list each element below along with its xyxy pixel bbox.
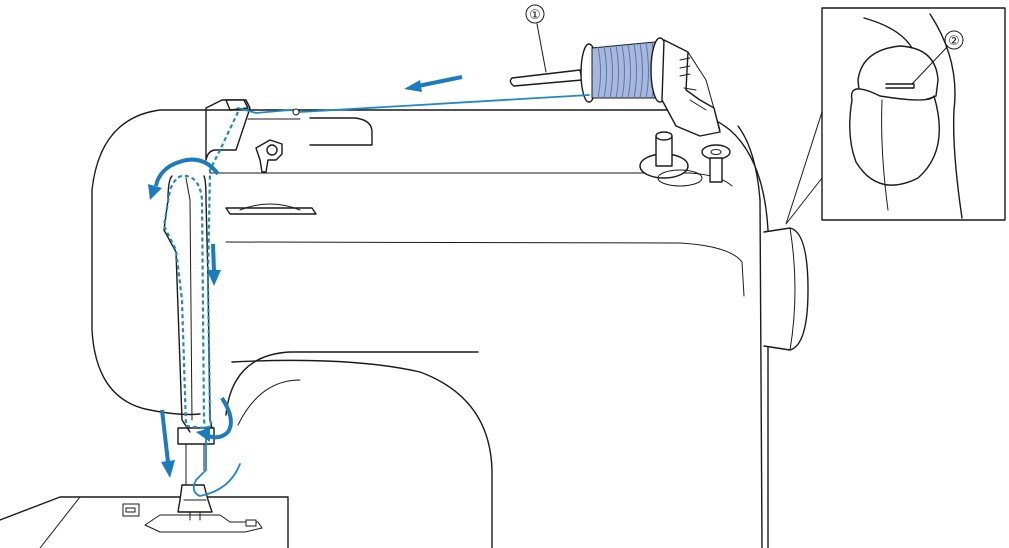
upper-thread-guide[interactable]: [225, 99, 249, 111]
stitch-dial-window: [225, 207, 317, 215]
spool-thread-wrap: [621, 44, 625, 99]
channel-left-outer: [163, 175, 191, 433]
inset-pin-curve-left: [863, 17, 913, 49]
thread-path: [162, 94, 590, 497]
pre-tension-knob[interactable]: [266, 144, 278, 156]
presser-foot-toes: [183, 499, 207, 521]
needle-plate-slot: [245, 519, 257, 527]
direction-arrow-channel-top: [148, 157, 220, 200]
stopper-disc: [701, 144, 731, 160]
callout-2-circle: [944, 30, 964, 50]
needle-plate-marker-fill: [125, 507, 136, 513]
feed-dog-plate: [144, 514, 263, 533]
inset-pointer: [785, 111, 823, 225]
spool-thread-body: [591, 41, 661, 99]
thread-guide-channel: [163, 99, 283, 433]
stopper-hole: [710, 149, 722, 155]
bobbin-winder-stopper[interactable]: [701, 144, 731, 183]
spool-thread-wrap: [609, 45, 613, 99]
spool-thread-wrap: [639, 43, 643, 99]
stopper-post: [709, 157, 723, 183]
bobbin-winder[interactable]: [639, 131, 703, 187]
sewing-bed: [0, 496, 289, 548]
needle-plate-marker: [122, 503, 140, 517]
bobbin-winder-top: [655, 131, 673, 141]
spool-pin[interactable]: [509, 69, 583, 87]
callout-1-label: ①: [529, 8, 541, 23]
spool-area: [509, 37, 731, 187]
callout-1-leader: [536, 23, 547, 73]
callout-2-leader: [911, 45, 949, 85]
machine-top-outline: [91, 109, 769, 548]
thread-to-needle: [192, 433, 241, 497]
bed-top-surface: [0, 496, 289, 548]
direction-arrow-needle: [160, 409, 175, 478]
spool-thread-wrap: [603, 46, 607, 99]
balance-wheel: [763, 227, 809, 351]
machine-arm-cutout: [225, 351, 479, 416]
inset-notch-mark: [885, 83, 915, 89]
direction-arrow-channel-bottom: [196, 396, 233, 442]
spool[interactable]: [580, 37, 670, 103]
front-panel-line-middle: [225, 241, 745, 297]
detail-inset: ②: [785, 7, 1006, 225]
callout-1-circle: [525, 4, 545, 24]
spool-thread-wrap: [627, 44, 631, 99]
bracket-teeth: [679, 57, 707, 111]
machine-arm-lower-curve: [231, 359, 493, 548]
thread-channel-path: [162, 111, 239, 435]
bracket-right-edge: [687, 51, 721, 131]
channel-inner-line: [185, 177, 193, 421]
balance-wheel-outline: [763, 227, 809, 351]
direction-arrow-top: [404, 75, 463, 92]
spool-thread-wrap: [633, 43, 637, 99]
bobbin-winder-ring: [657, 169, 703, 187]
direction-arrows: [148, 75, 463, 478]
balance-wheel-edge: [789, 227, 796, 351]
spool-thread-wrap: [597, 46, 601, 99]
bed-front-edge: [39, 496, 81, 548]
inset-cap-seam: [881, 99, 889, 211]
thread-guide-eyelet: [292, 108, 300, 116]
presser-foot[interactable]: [177, 484, 213, 513]
direction-arrow-channel-down: [207, 243, 221, 286]
channel-left-wall: [205, 99, 251, 161]
callout-1: ①: [525, 4, 547, 73]
spool-thread-wrap: [615, 45, 619, 99]
callout-2-label: ②: [948, 34, 960, 49]
machine-arm-inner-edge: [237, 379, 301, 426]
spool-thread-wrap: [645, 42, 649, 99]
machine-head-right-edge: [737, 125, 763, 548]
thread-spool-to-guide: [237, 94, 590, 114]
needle-assembly: [177, 427, 215, 521]
machine-body: [91, 109, 769, 548]
top-cover-slot: [309, 117, 373, 146]
stitch-dial-arc: [239, 203, 301, 211]
inset-cap-bottom: [849, 88, 940, 186]
